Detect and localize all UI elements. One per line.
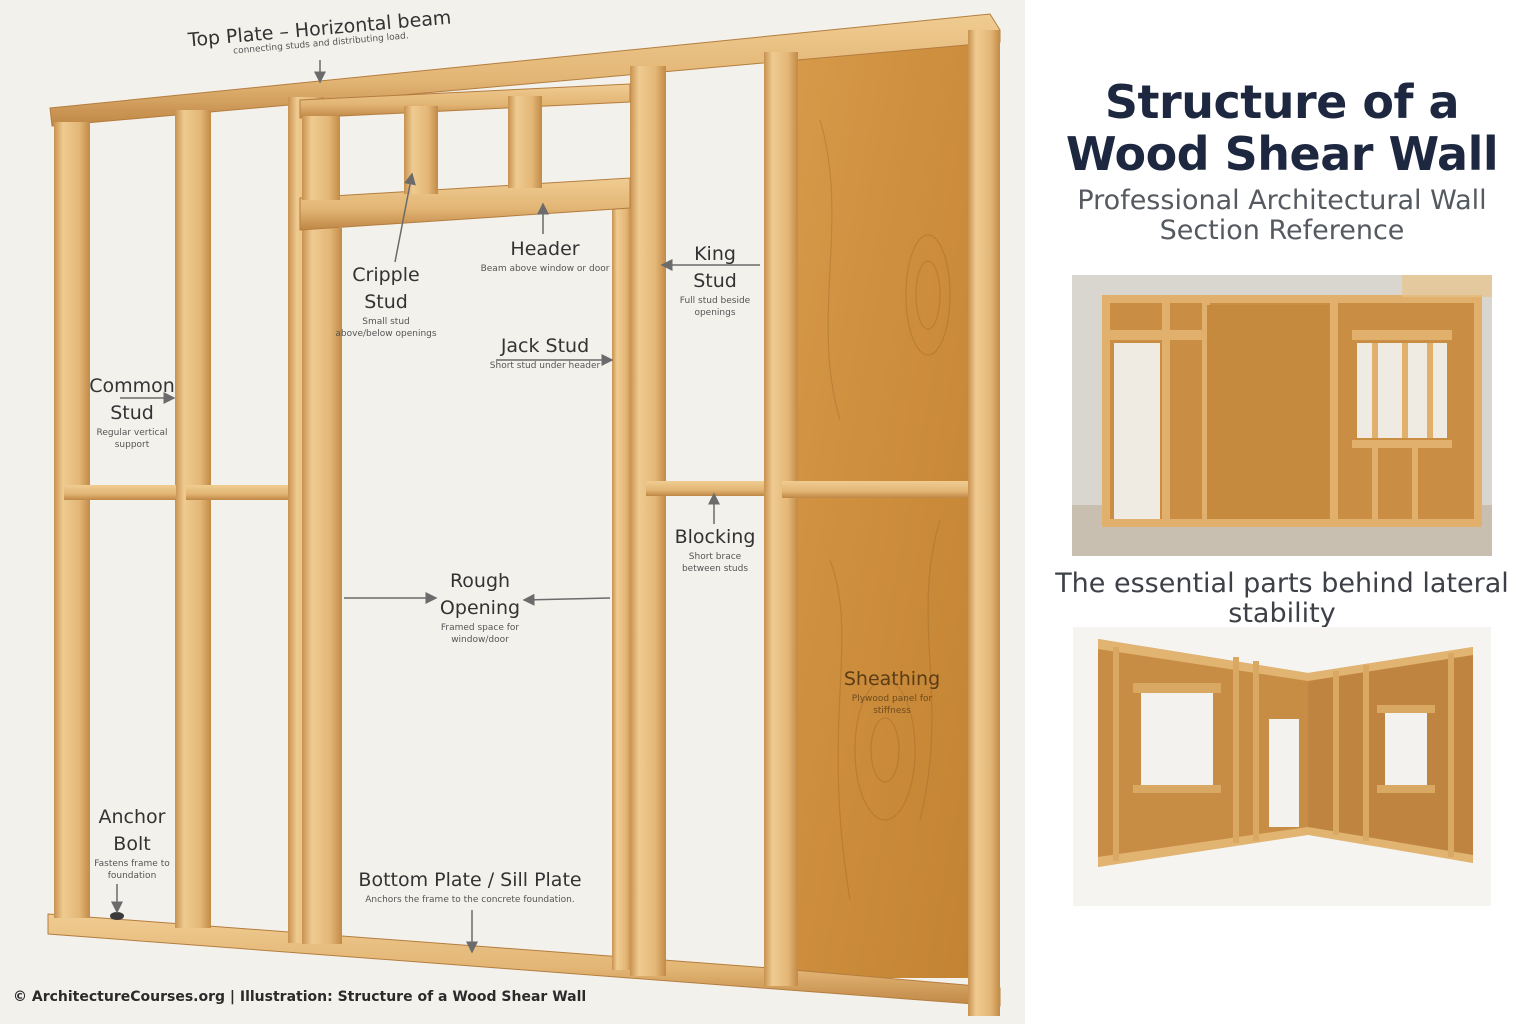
wall-frame	[47, 13, 1001, 1016]
end-stud-right	[968, 30, 1000, 1016]
king-stud-right	[630, 66, 666, 976]
label-title: Common Stud	[89, 375, 175, 424]
wall-illustration: Top Plate – Horizontal beam connecting s…	[0, 0, 1025, 1024]
wall-photo-2-drawing	[1073, 627, 1491, 906]
blocking-mid	[646, 481, 764, 496]
label-title: Anchor Bolt	[98, 806, 166, 855]
callout-arrows	[111, 60, 760, 954]
label-anchor-bolt: Anchor Bolt Fastens frame to foundation	[84, 804, 180, 882]
end-stud-left	[54, 122, 90, 918]
label-title: Jack Stud	[500, 335, 590, 357]
label-subtitle: Short brace between studs	[681, 552, 749, 574]
blocking-sheathing	[782, 481, 968, 498]
jack-stud-left	[302, 228, 342, 944]
jack-stud-right	[612, 208, 632, 970]
label-title: Bottom Plate / Sill Plate	[358, 869, 582, 891]
label-rough-opening: Rough Opening Framed space for window/do…	[430, 568, 530, 646]
label-title: King Stud	[693, 243, 737, 292]
label-bottom-plate: Bottom Plate / Sill Plate Anchors the fr…	[340, 867, 600, 906]
cripple-stud-2	[404, 106, 438, 194]
wall-photo-1	[1072, 275, 1492, 556]
label-title: Sheathing	[843, 668, 941, 690]
photo-caption: The essential parts behind lateral stabi…	[1055, 568, 1509, 629]
wall-photo-2	[1073, 627, 1491, 906]
credit-line: © ArchitectureCourses.org | Illustration…	[13, 989, 587, 1005]
label-king-stud: King Stud Full stud beside openings	[674, 241, 756, 319]
wall-photo-1-drawing	[1072, 275, 1492, 556]
label-title: Blocking	[674, 526, 756, 548]
label-subtitle: Fastens frame to foundation	[94, 859, 170, 881]
sheathing-panel	[796, 44, 971, 978]
header-beam	[299, 177, 631, 231]
label-title: Cripple Stud	[352, 264, 420, 313]
label-subtitle: Beam above window or door	[480, 264, 610, 274]
blocking-left-1	[64, 485, 176, 500]
blocking-left-2	[186, 485, 288, 500]
label-blocking: Blocking Short brace between studs	[670, 524, 760, 575]
page-subtitle: Professional Architectural Wall Section …	[1077, 185, 1487, 246]
label-subtitle: Regular vertical support	[96, 428, 168, 450]
stud-near-sheathing	[764, 52, 798, 986]
framing-drawing	[47, 13, 1001, 1016]
label-jack-stud: Jack Stud Short stud under header	[486, 333, 604, 372]
label-subtitle: Short stud under header	[489, 361, 601, 371]
label-subtitle: Plywood panel for stiffness	[851, 694, 933, 716]
label-cripple-stud: Cripple Stud Small stud above/below open…	[335, 262, 437, 340]
label-title: Rough Opening	[439, 570, 521, 619]
anchor-bolt-mark	[110, 912, 124, 920]
common-stud	[175, 110, 211, 928]
label-sheathing: Sheathing Plywood panel for stiffness	[838, 666, 946, 717]
label-subtitle: Small stud above/below openings	[335, 317, 437, 339]
page-title: Structure of a Wood Shear Wall	[1065, 75, 1499, 181]
label-subtitle: Framed space for window/door	[440, 623, 520, 645]
label-common-stud: Common Stud Regular vertical support	[86, 373, 178, 451]
label-subtitle: Anchors the frame to the concrete founda…	[365, 895, 575, 905]
label-title: Header	[510, 238, 580, 260]
cripple-stud-1	[302, 116, 340, 200]
label-subtitle: Full stud beside openings	[679, 296, 751, 318]
header-top-plate	[299, 83, 631, 119]
label-header: Header Beam above window or door	[470, 236, 620, 275]
cripple-stud-3	[508, 96, 542, 188]
